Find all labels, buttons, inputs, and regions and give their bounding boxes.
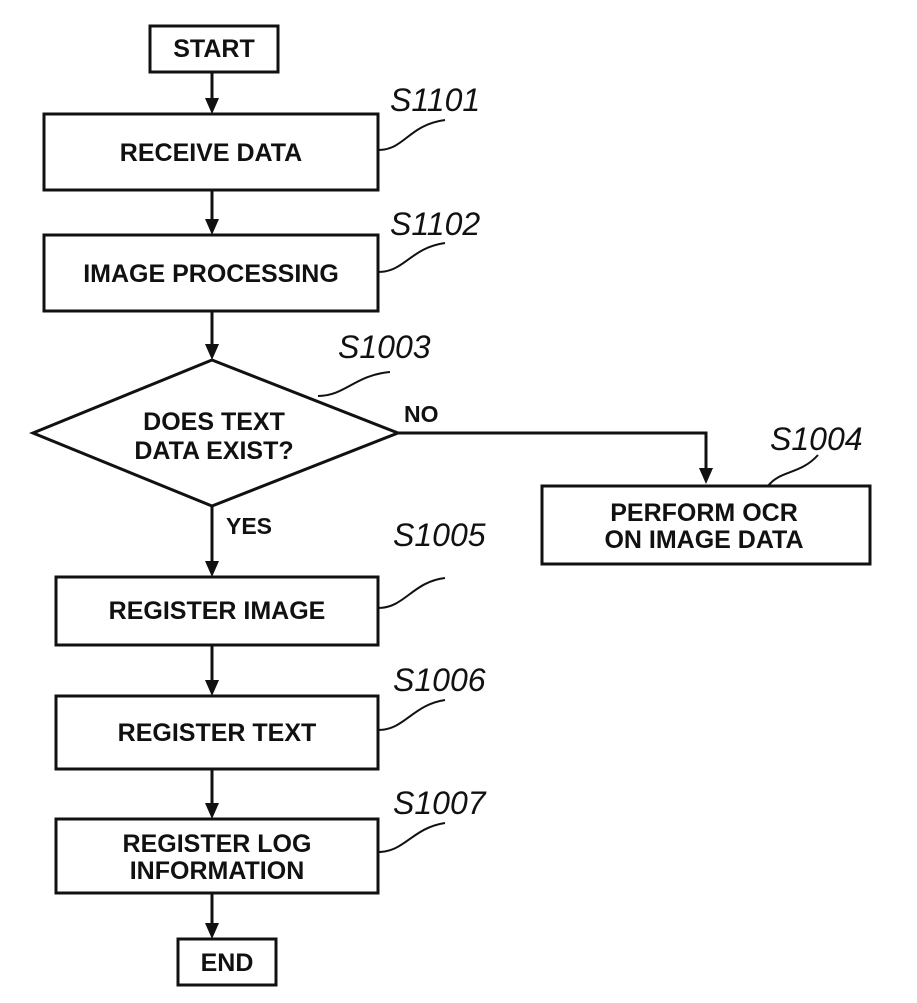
arrow-reglog-to-end: [205, 893, 219, 939]
start-node: START: [148, 24, 280, 74]
arrow-regimage-to-regtext: [205, 645, 219, 696]
step-label-s1006: S1006: [377, 662, 486, 731]
decision-label-line2: DATA EXIST?: [134, 437, 293, 465]
receive-data-node: RECEIVE DATA: [42, 112, 380, 192]
step-label-s1003: S1003: [317, 329, 431, 397]
arrow-decision-no-to-ocr: NO: [398, 401, 713, 484]
step-s1006: S1006: [393, 662, 486, 698]
register-text-label: REGISTER TEXT: [118, 719, 317, 747]
end-label: END: [201, 949, 254, 977]
perform-ocr-label-line2: ON IMAGE DATA: [604, 526, 803, 554]
step-label-s1005: S1005: [377, 517, 486, 609]
step-label-s1101: S1101: [377, 82, 480, 151]
step-s1003: S1003: [338, 329, 431, 365]
decision-node: DOES TEXT DATA EXIST?: [29, 358, 403, 508]
register-image-node: REGISTER IMAGE: [54, 575, 380, 647]
arrow-imageproc-to-decision: [205, 311, 219, 360]
arrow-decision-yes-to-regimage: YES: [205, 506, 272, 577]
start-label: START: [173, 35, 254, 63]
arrow-regtext-to-reglog: [205, 769, 219, 819]
no-label: NO: [404, 401, 439, 427]
end-node: END: [176, 937, 278, 987]
receive-data-label: RECEIVE DATA: [120, 139, 302, 167]
arrow-start-to-receive: [205, 72, 219, 114]
step-s1102: S1102: [390, 206, 480, 242]
step-s1004: S1004: [770, 421, 863, 457]
step-s1007: S1007: [393, 785, 487, 821]
decision-label-line1: DOES TEXT: [143, 408, 285, 436]
image-processing-node: IMAGE PROCESSING: [42, 233, 380, 313]
register-log-label-line2: INFORMATION: [130, 857, 305, 885]
yes-label: YES: [226, 513, 272, 539]
step-s1005: S1005: [393, 517, 486, 553]
arrow-receive-to-imageproc: [205, 190, 219, 235]
register-log-node: REGISTER LOG INFORMATION: [54, 817, 380, 895]
register-log-label-line1: REGISTER LOG: [123, 830, 312, 858]
register-image-label: REGISTER IMAGE: [109, 597, 326, 625]
step-s1101: S1101: [390, 82, 480, 118]
image-processing-label: IMAGE PROCESSING: [83, 260, 339, 288]
perform-ocr-node: PERFORM OCR ON IMAGE DATA: [540, 484, 872, 566]
step-label-s1007: S1007: [377, 785, 487, 853]
step-label-s1102: S1102: [377, 206, 480, 273]
perform-ocr-label-line1: PERFORM OCR: [610, 499, 798, 527]
register-text-node: REGISTER TEXT: [54, 694, 380, 771]
step-label-s1004: S1004: [767, 421, 863, 487]
